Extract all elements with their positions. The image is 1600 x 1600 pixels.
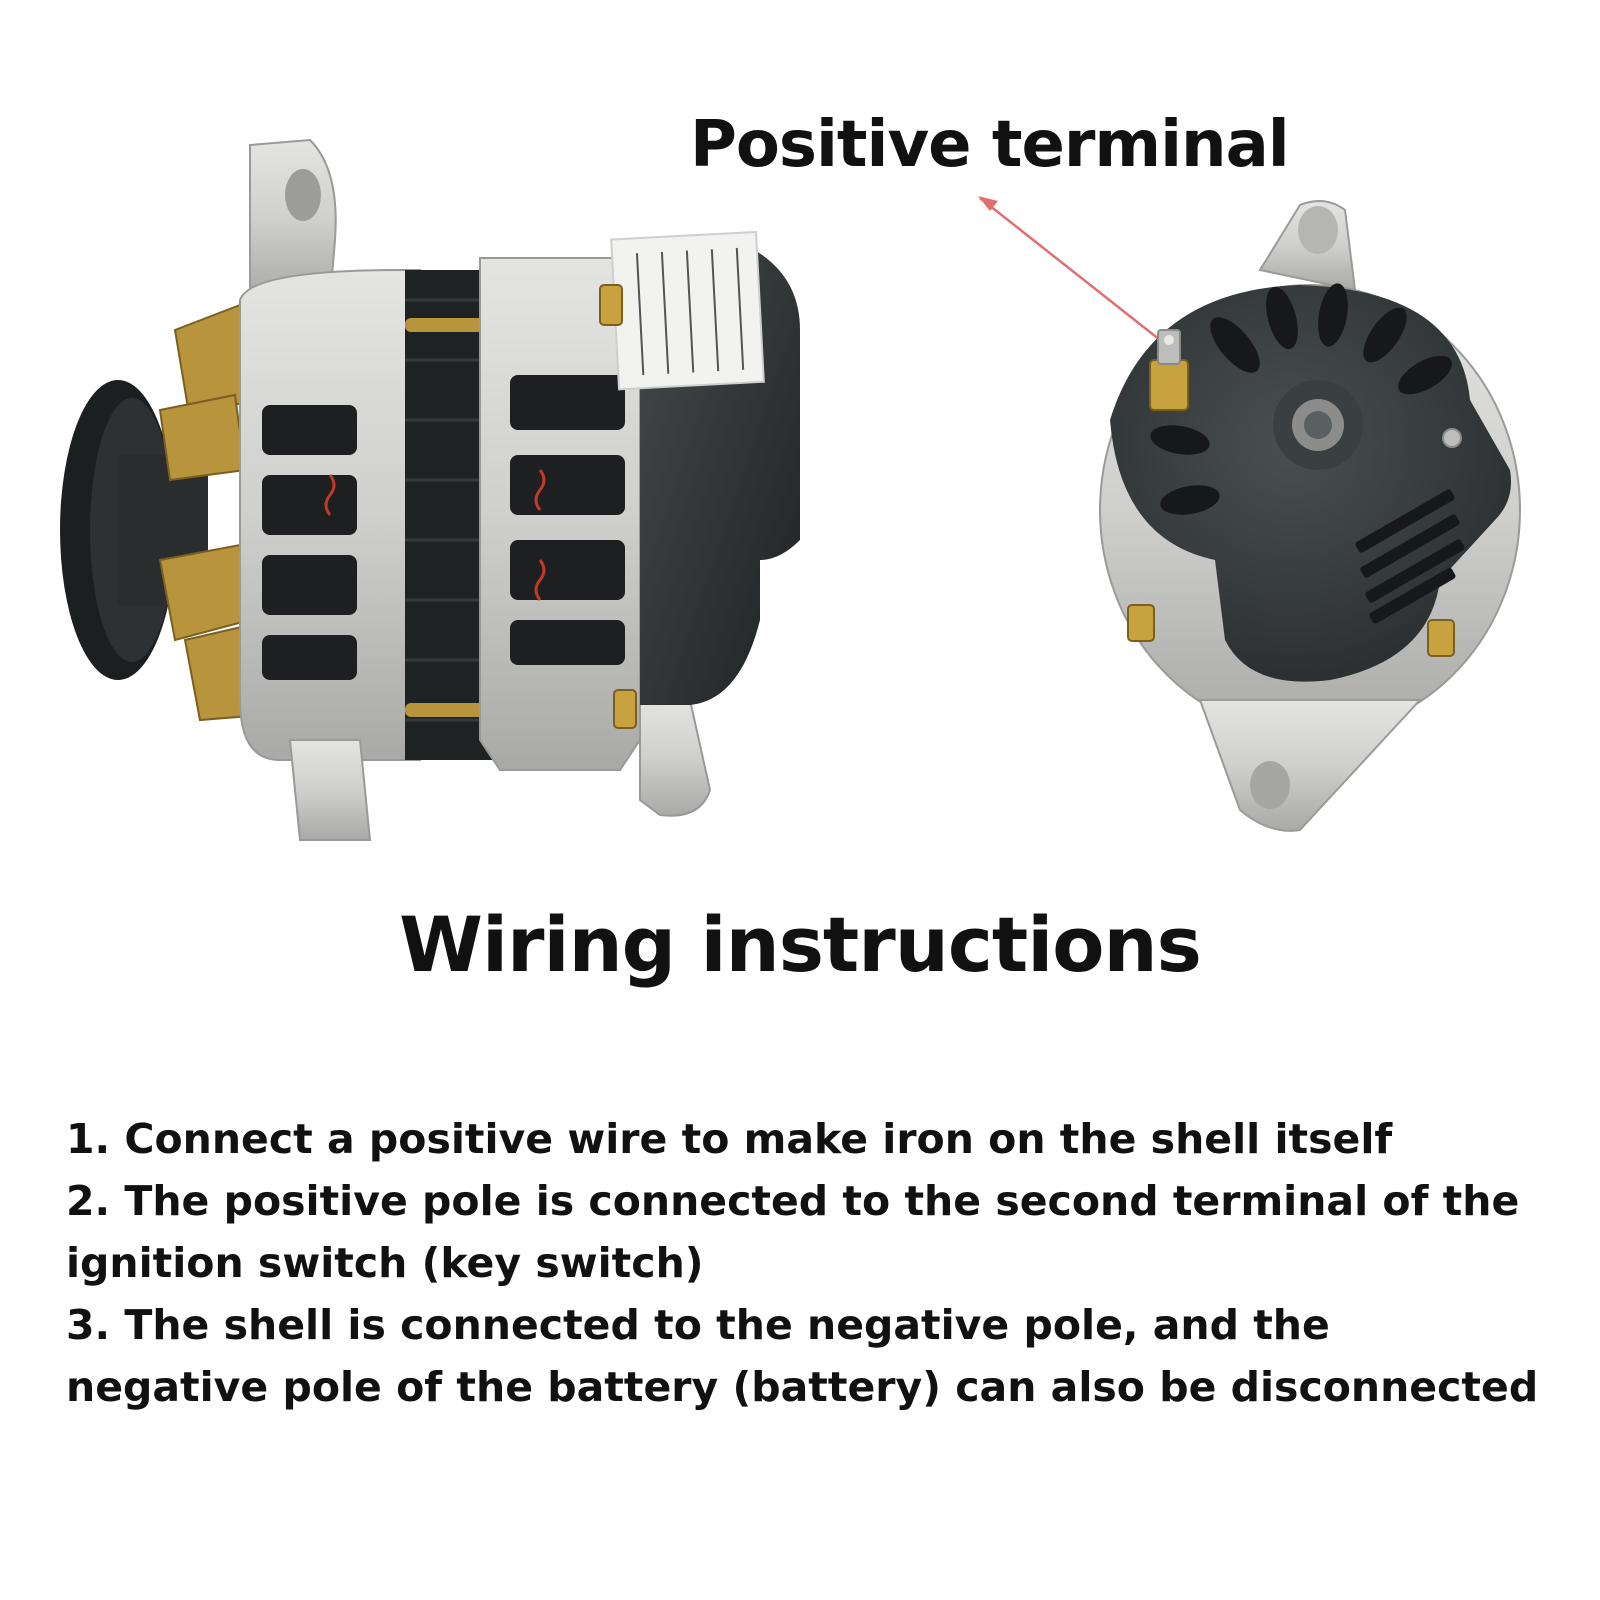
wiring-steps-list: 1. Connect a positive wire to make iron … bbox=[66, 1108, 1546, 1418]
wiring-step: 2. The positive pole is connected to the… bbox=[66, 1177, 1520, 1287]
callout-arrow bbox=[978, 196, 1161, 341]
alternator-rear-view bbox=[1099, 200, 1521, 832]
wiring-step: 3. The shell is connected to the negativ… bbox=[66, 1301, 1539, 1411]
positive-terminal-label: Positive terminal bbox=[690, 108, 1290, 182]
product-figure: Positive terminal bbox=[60, 108, 1521, 841]
page-title: Wiring instructions bbox=[399, 900, 1202, 989]
alternator-illustration bbox=[60, 138, 1521, 841]
alternator-side-view bbox=[60, 138, 800, 841]
wiring-step: 1. Connect a positive wire to make iron … bbox=[66, 1115, 1393, 1163]
